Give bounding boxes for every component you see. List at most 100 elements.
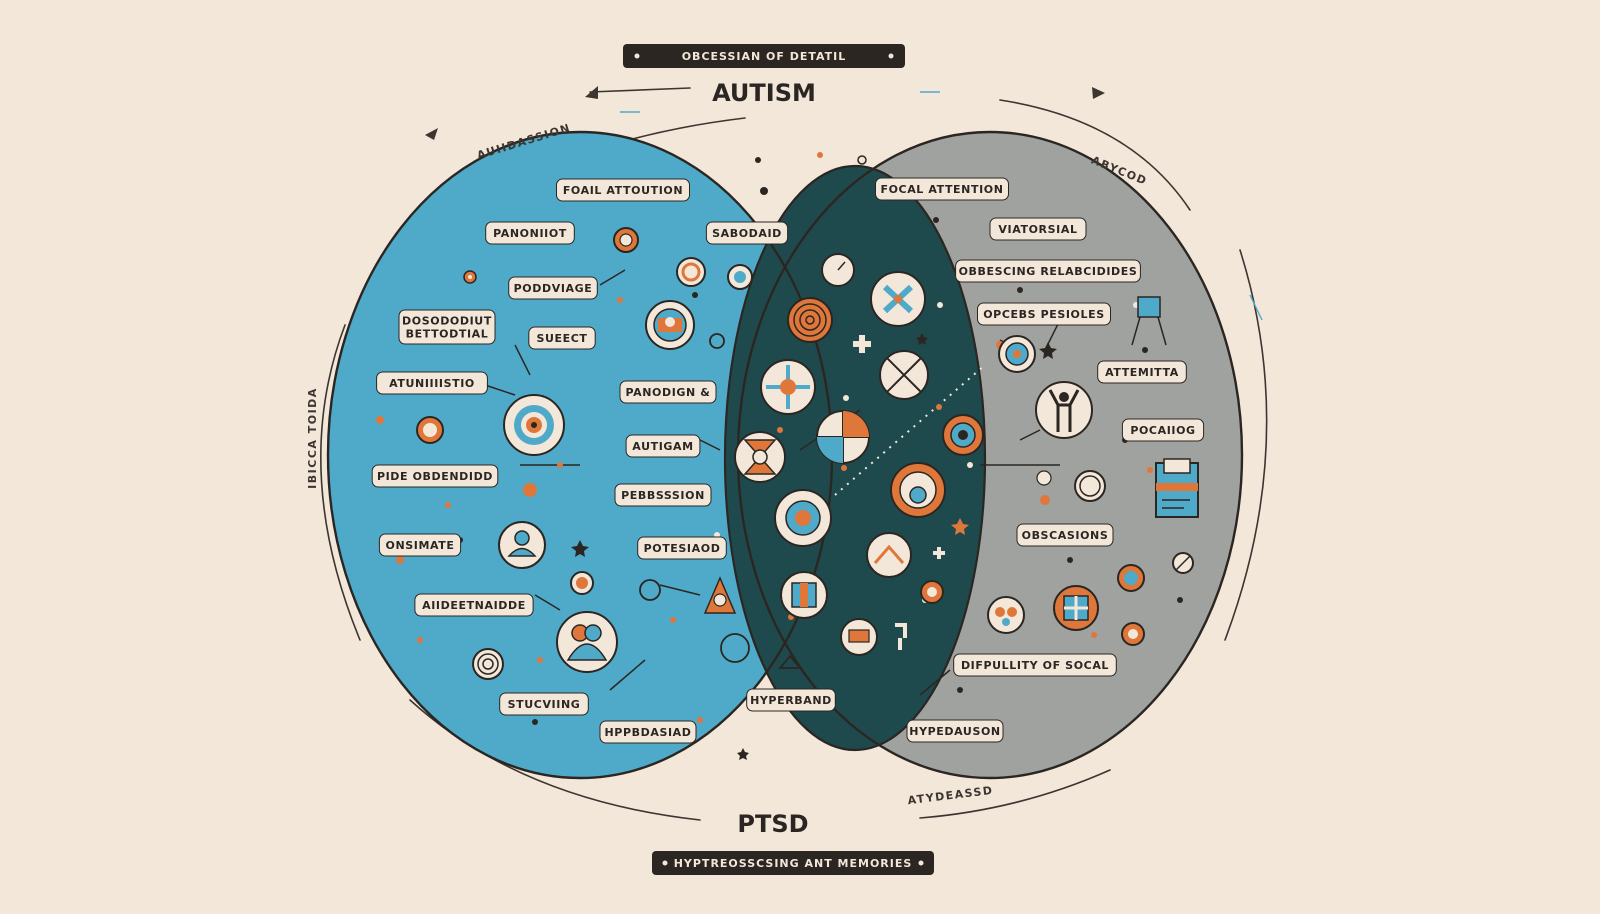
label-pill-bg [989,217,1087,241]
dot [396,556,404,564]
label-pill-text: ATUNIIIISTIO [389,377,475,390]
dot [697,717,703,723]
right-label-4: ATTEMITTA [1097,360,1187,384]
label-pill-bg [556,178,690,202]
small-ring-icon [570,571,594,595]
dot [670,617,676,623]
plus-icon [933,547,945,559]
label-pill-bg [508,276,598,300]
dot [445,502,451,508]
middle-label-4: POTESIAOD [637,536,727,560]
banner-dot [888,53,894,59]
dot [760,187,768,195]
arrow-top-left [585,86,598,99]
pill-icon [1172,552,1194,574]
label-pill-text: PANONIIOT [493,227,567,240]
arc-top-small [589,87,691,93]
label-pill-text: SUEECT [536,332,587,345]
orbit-icon-2 [727,264,753,290]
label-pill-text: OBSCASIONS [1022,529,1109,542]
small-circle-icon [709,333,725,349]
dot [417,637,423,643]
dot [1142,347,1148,353]
victory-person-icon [1035,381,1093,439]
star-icon [571,540,589,557]
label-pill-text: AIIDEETNAIDDE [422,599,526,612]
wizard-icon [703,576,737,614]
label-pill-text: HYPERBAND [750,694,832,707]
dot [617,297,623,303]
side-label-left: IBICCA TOIDA [306,387,319,489]
connector-12 [919,669,951,696]
label-layer: FOAIL ATTOUTIONPANONIIOTPODDVIAGEDOSODOD… [371,177,1205,744]
grid-badge-icon [1053,585,1099,631]
chevron-badge-icon [866,532,912,578]
label-pill-text: STUCVIING [508,698,581,711]
label-pill-bg [398,309,496,345]
star-icon [1039,342,1057,359]
arc-top-right [999,99,1191,211]
label-pill-text: ONSIMATE [386,539,455,552]
dot [1017,287,1023,293]
loop-icon [720,633,750,663]
connector-14 [659,584,701,596]
label-pill-bg [414,593,534,617]
label-pill-bg [705,221,789,245]
label-pill-bg [625,434,701,458]
right-label-1: VIATORSIAL [989,217,1087,241]
right-label-0: FOCAL ATTENTION [875,177,1009,201]
dot [1091,632,1097,638]
connector-3 [484,384,516,396]
right-label-6: OBSCASIONS [1016,523,1114,547]
label-pill-bg [499,692,589,716]
dot [1040,495,1050,505]
lens-outline [723,164,987,752]
label-pill-bg [485,221,575,245]
atom-icon [987,596,1025,634]
label-pill-text: PODDVIAGE [514,282,593,295]
arc-bottom [919,769,1111,819]
document-icon [1155,458,1199,518]
bottom-banner-label: HYPTREOSSCSING ANT MEMORIES [674,857,913,870]
label-pill-text: DOSODODIUT [402,315,492,328]
left-label-10: HPPBDASIAD [599,720,697,744]
dot [967,462,973,468]
dot [1177,597,1183,603]
bottom-banner-bg [652,851,934,875]
top-banner-label: OBCESSIAN OF DETATIL [682,50,847,63]
dot [957,687,963,693]
arrow-left-top [425,128,438,140]
label-pill-text: DIFPULLITY OF SOCAL [961,659,1109,672]
brain-icon [774,489,832,547]
dot [936,404,942,410]
label-pill-bg [1016,523,1114,547]
label-pill-text: ATTEMITTA [1105,366,1179,379]
dot [933,217,939,223]
label-pill-text: OBBESCING RELABCIDIDES [959,265,1138,278]
label-pill-bg [1121,418,1205,442]
label-pill-bg [378,533,462,557]
label-pill-text: OPCEBS PESIOLES [983,308,1105,321]
dot [468,275,472,279]
banner-dot [918,860,924,866]
dot [755,157,761,163]
label-pill-text: POCAIIOG [1130,424,1195,437]
label-pill-text: PEBBSSSION [621,489,705,502]
burst-icon [760,359,816,415]
swirl-icon [613,227,639,253]
label-pill-text: PANODIGN & [625,386,710,399]
connector-6 [609,659,646,691]
spiral-badge-icon [787,297,833,343]
dot [523,483,537,497]
anchor-icon [895,623,907,650]
person-icon [498,521,546,569]
dot [557,462,563,468]
oval-icon [639,579,661,601]
dot [537,657,543,663]
arrow-right-top [1092,87,1105,99]
label-pill-bg [875,177,1009,201]
label-pill-text: AUTIGAM [632,440,693,453]
